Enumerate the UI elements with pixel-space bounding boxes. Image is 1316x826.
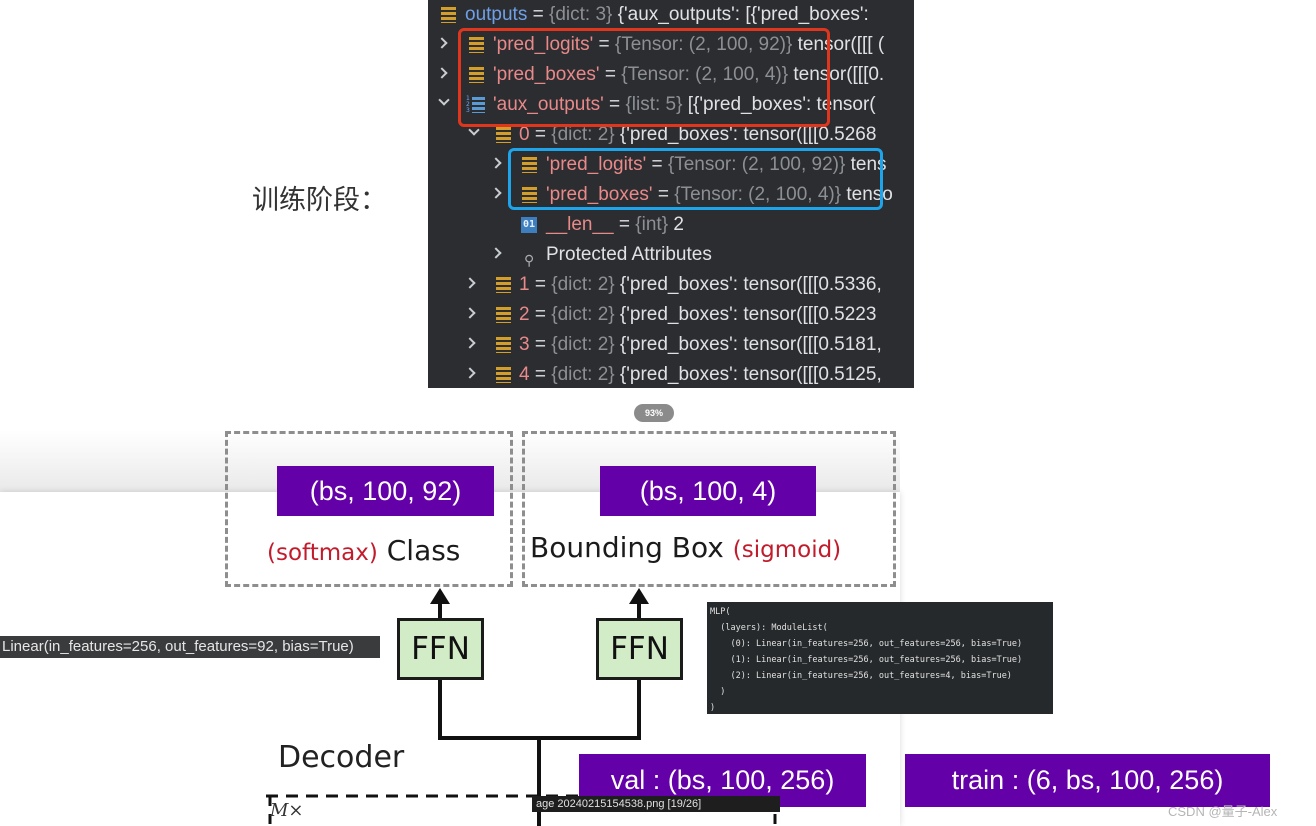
variable-value: {'aux_outputs': [{'pred_boxes':	[617, 4, 869, 25]
train-shape-label: train : (6, bs, 100, 256)	[905, 754, 1270, 807]
class-linear-annotation: Linear(in_features=256, out_features=92,…	[0, 636, 380, 658]
dict-icon	[469, 67, 484, 83]
variable-value: {'pred_boxes': tensor([[[0.5181,	[619, 334, 882, 355]
variable-type: {dict: 2}	[551, 274, 620, 295]
variable-name: 'pred_logits'	[493, 34, 594, 55]
training-stage-label: 训练阶段：	[252, 185, 387, 216]
mlp-structure-annotation: MLP( (layers): ModuleList( (0): Linear(i…	[707, 602, 1053, 714]
decoder-label: Decoder	[278, 740, 405, 775]
variable-type: {dict: 2}	[551, 364, 620, 385]
variable-type: {Tensor: (2, 100, 4)}	[621, 64, 794, 85]
class-text: Class	[386, 534, 461, 567]
dict-icon	[441, 7, 456, 23]
variable-name: 3	[519, 334, 530, 355]
variable-type: {Tensor: (2, 100, 92)}	[614, 34, 798, 55]
variable-name: __len__	[546, 214, 614, 235]
repeat-label: M×	[270, 800, 304, 821]
variable-type: {dict: 2}	[551, 304, 620, 325]
highlight-box-main-outputs	[458, 28, 830, 127]
variable-name: outputs	[465, 4, 528, 25]
dict-icon	[522, 157, 537, 173]
key-icon: ⚲	[524, 252, 535, 268]
variable-name: 4	[519, 364, 530, 385]
variable-value: {'pred_boxes': tensor([[[0.5125,	[619, 364, 882, 385]
softmax-note: (softmax)	[267, 540, 378, 566]
variable-name: 'pred_boxes'	[546, 184, 653, 205]
dict-icon	[469, 37, 484, 53]
dict-icon	[496, 277, 511, 293]
bbox-output-box	[522, 431, 896, 587]
variable-type: {Tensor: (2, 100, 92)}	[667, 154, 851, 175]
bbox-output-label: Bounding Box (sigmoid)	[530, 531, 841, 564]
class-shape-label: (bs, 100, 92)	[277, 466, 494, 516]
bbox-text: Bounding Box	[530, 531, 724, 564]
variable-type: {list: 5}	[625, 94, 688, 115]
variable-name: 'aux_outputs'	[493, 94, 604, 115]
dict-icon	[496, 367, 511, 383]
variable-value: {'pred_boxes': tensor([[[0.5268	[619, 124, 877, 145]
highlight-box-aux-outputs	[508, 148, 883, 210]
variable-type: {dict: 3}	[548, 4, 618, 25]
variable-name: 'pred_boxes'	[493, 64, 600, 85]
variable-value: {'pred_boxes': tensor([[[0.5336,	[619, 274, 882, 295]
variable-type: {dict: 2}	[551, 124, 620, 145]
variable-value: tens	[850, 154, 887, 175]
dict-icon	[496, 337, 511, 353]
variable-value: 2	[673, 214, 684, 235]
dict-icon	[522, 187, 537, 203]
sigmoid-note: (sigmoid)	[732, 537, 842, 563]
bbox-shape-label: (bs, 100, 4)	[600, 466, 816, 516]
ffn-class-block: FFN	[397, 618, 484, 680]
variable-name: Protected Attributes	[546, 244, 712, 265]
variable-value: tensor([[[0.	[793, 64, 885, 85]
image-caption-bar: age 20240215154538.png [19/26]	[532, 796, 780, 812]
ffn-bbox-block: FFN	[596, 618, 683, 680]
class-output-box	[225, 431, 513, 587]
variable-type: {int}	[635, 214, 674, 235]
variable-value: {'pred_boxes': tensor([[[0.5223	[619, 304, 877, 325]
zoom-indicator: 93%	[634, 404, 674, 422]
int-icon: 01	[521, 217, 537, 233]
variable-name: 2	[519, 304, 530, 325]
variable-name: 1	[519, 274, 530, 295]
list-icon: 1 2 3	[466, 96, 486, 114]
arrow-up-icon	[629, 588, 649, 604]
class-output-label: (softmax) Class	[267, 534, 460, 567]
variable-type: {Tensor: (2, 100, 4)}	[674, 184, 847, 205]
dict-icon	[496, 127, 511, 143]
dict-icon	[496, 307, 511, 323]
arrow-up-icon	[430, 588, 450, 604]
variable-type: {dict: 2}	[551, 334, 620, 355]
debugger-variables-panel: outputs = {dict: 3} {'aux_outputs': [{'p…	[428, 0, 914, 388]
variable-name: 'pred_logits'	[546, 154, 647, 175]
variable-name: 0	[519, 124, 530, 145]
variable-value: tensor([[[ (	[797, 34, 885, 55]
csdn-watermark: CSDN @量子-Alex	[1168, 804, 1278, 819]
